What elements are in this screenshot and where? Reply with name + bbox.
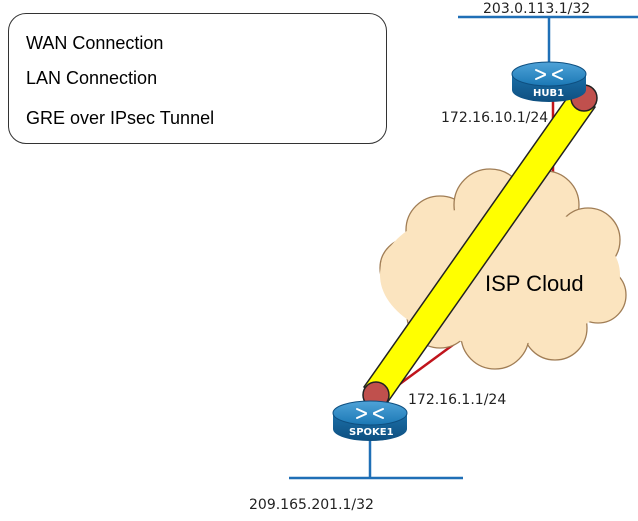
legend-wan-label: WAN Connection [26,33,164,53]
legend-box [8,13,387,144]
hub1-router-icon[interactable] [511,61,587,102]
spoke1-name-label: SPOKE1 [349,427,394,438]
spoke1-router-icon[interactable] [332,400,408,441]
hub1-name-label: HUB1 [533,88,565,99]
hub-wan-ip-label: 172.16.10.1/24 [441,110,549,126]
isp-cloud-label: ISP Cloud [485,271,584,296]
legend-lan-label: LAN Connection [26,68,158,88]
spoke-lan-ip-label: 209.165.201.1/32 [249,497,374,513]
hub-lan-ip-label: 203.0.113.1/32 [483,1,591,17]
spoke-wan-ip-label: 172.16.1.1/24 [408,392,507,408]
legend-tunnel-label: GRE over IPsec Tunnel [26,108,215,128]
